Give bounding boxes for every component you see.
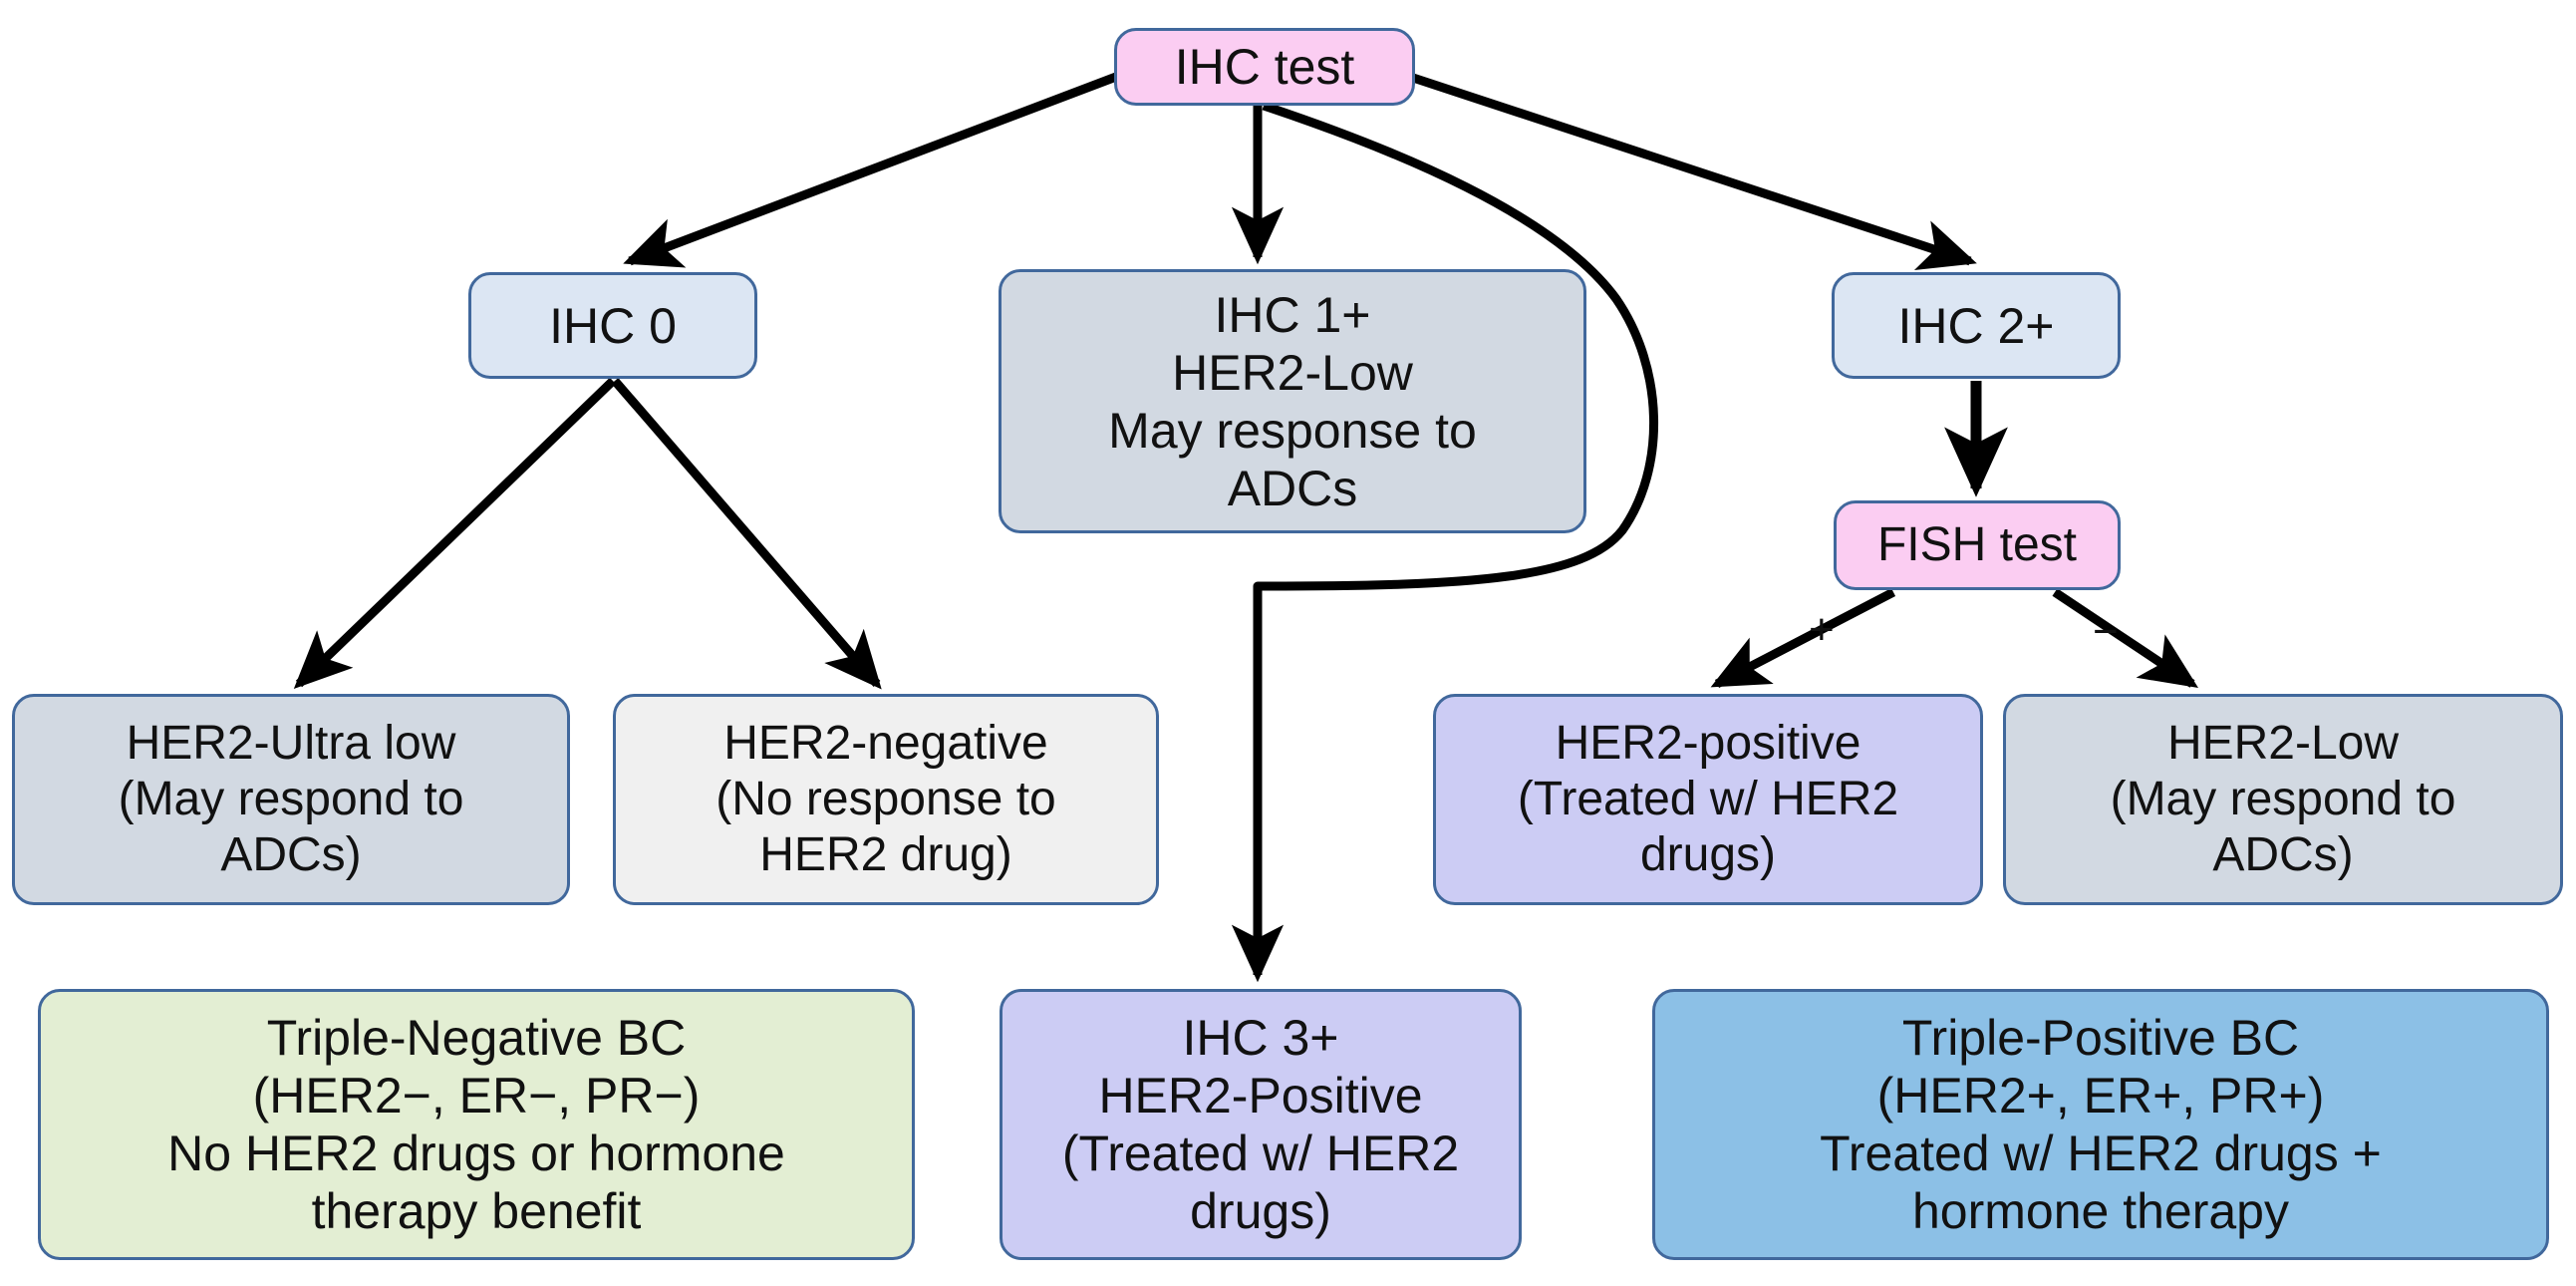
edge-label-fish-positive: + — [1809, 605, 1835, 654]
node-her2-positive[interactable]: HER2-positive (Treated w/ HER2 drugs) — [1433, 694, 1983, 905]
node-triple-positive-bc[interactable]: Triple-Positive BC (HER2+, ER+, PR+) Tre… — [1652, 989, 2549, 1260]
node-ihc-test[interactable]: IHC test — [1114, 28, 1415, 106]
edge-ihc-0-to-her2-negative — [611, 378, 882, 690]
edge-fish-test-to-her2-positive — [1710, 588, 1896, 688]
edge-ihc-test-to-ihc-0 — [623, 72, 1118, 268]
node-her2-low[interactable]: HER2-Low (May respond to ADCs) — [2003, 694, 2563, 905]
node-ihc-3-plus[interactable]: IHC 3+ HER2-Positive (Treated w/ HER2 dr… — [1000, 989, 1522, 1260]
node-triple-negative-bc[interactable]: Triple-Negative BC (HER2−, ER−, PR−) No … — [38, 989, 915, 1260]
edge-label-fish-negative: − — [2093, 607, 2119, 656]
node-ihc-1-plus[interactable]: IHC 1+ HER2-Low May response to ADCs — [999, 269, 1586, 533]
node-fish-test[interactable]: FISH test — [1834, 500, 2121, 590]
node-her2-ultra-low[interactable]: HER2-Ultra low (May respond to ADCs) — [12, 694, 570, 905]
node-ihc-0[interactable]: IHC 0 — [468, 272, 757, 379]
node-her2-negative[interactable]: HER2-negative (No response to HER2 drug) — [613, 694, 1159, 905]
edge-ihc-0-to-her2-ultra-low — [293, 377, 617, 689]
node-ihc-2-plus[interactable]: IHC 2+ — [1832, 272, 2121, 379]
edge-ihc-test-to-ihc-2plus — [1411, 73, 1977, 271]
edge-fish-test-to-her2-low — [2052, 588, 2198, 688]
